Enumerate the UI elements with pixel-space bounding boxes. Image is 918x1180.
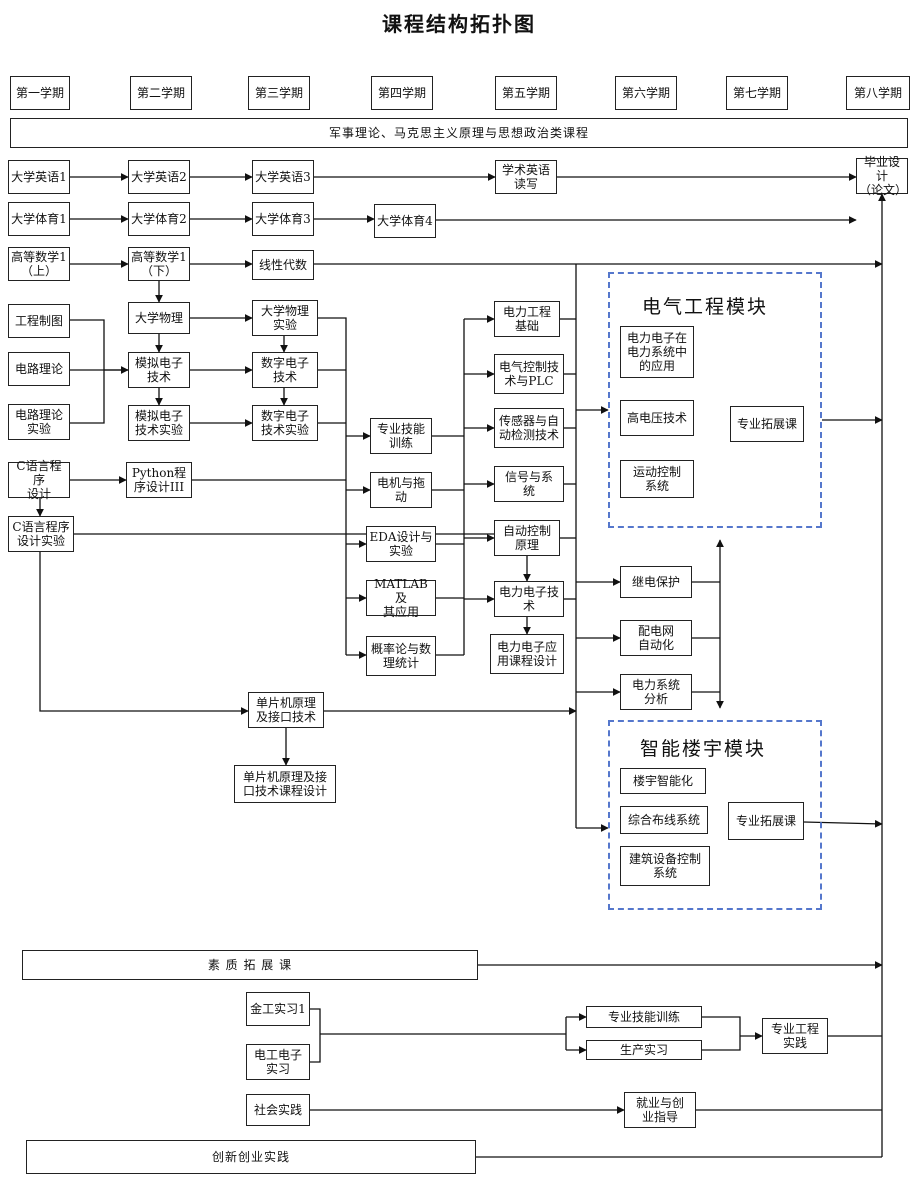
course-motor-drive: 电机与拖 动	[370, 472, 432, 508]
course-english-3: 大学英语3	[252, 160, 314, 194]
course-digital-electronics: 数字电子 技术	[252, 352, 318, 388]
course-physics-lab: 大学物理 实验	[252, 300, 318, 336]
module-electrical-title: 电气工程模块	[642, 296, 769, 318]
module-building	[608, 720, 822, 910]
connector-68	[803, 819, 883, 828]
connector-20	[70, 319, 105, 424]
semester-1: 第一学期	[10, 76, 70, 110]
course-english-1: 大学英语1	[8, 160, 70, 194]
semester-5: 第五学期	[495, 76, 557, 110]
course-matlab: MATLAB及 其应用	[366, 577, 436, 619]
course-quality-extension: 素 质 拓 展 课	[22, 950, 478, 980]
building-module-course-1: 楼宇智能化	[620, 768, 706, 794]
course-academic-english: 学术英语 读写	[495, 160, 557, 194]
course-pe-2: 大学体育2	[128, 202, 190, 236]
semester-6: 第六学期	[615, 76, 677, 110]
course-production-practice: 生产实习	[586, 1040, 702, 1060]
course-mcu: 单片机原理 及接口技术	[248, 692, 324, 728]
course-pe-1: 大学体育1	[8, 202, 70, 236]
semester-7: 第七学期	[726, 76, 788, 110]
course-probability: 概率论与数 理统计	[366, 636, 436, 676]
course-skill-training: 专业技能 训练	[370, 418, 432, 454]
course-career-guidance: 就业与创 业指导	[624, 1092, 696, 1128]
course-distribution-automation: 配电网 自动化	[620, 620, 692, 656]
course-analog-lab: 模拟电子 技术实验	[128, 405, 190, 441]
course-engineering-practice: 专业工程 实践	[762, 1018, 828, 1054]
course-analog-electronics: 模拟电子 技术	[128, 352, 190, 388]
connector-75	[702, 1016, 741, 1051]
course-skill-training-2: 专业技能训练	[586, 1006, 702, 1028]
connector-27	[318, 317, 347, 655]
semester-8: 第八学期	[846, 76, 910, 110]
course-automatic-control: 自动控制 原理	[494, 520, 560, 556]
module-building-title: 智能楼宇模块	[640, 738, 767, 760]
course-circuit-theory: 电路理论	[8, 352, 70, 386]
course-advanced-math-2: 高等数学1 （下）	[128, 247, 190, 281]
politics-banner: 军事理论、马克思主义原理与思想政治类课程	[10, 118, 908, 148]
semester-2: 第二学期	[130, 76, 192, 110]
course-social-practice: 社会实践	[246, 1094, 310, 1126]
course-english-2: 大学英语2	[128, 160, 190, 194]
elec-module-course-3: 运动控制 系统	[620, 460, 694, 498]
course-c-programming: C语言程序 设计	[8, 459, 70, 501]
connector-70	[310, 1008, 321, 1063]
course-thesis: 毕业设计 （论文）	[856, 155, 908, 197]
course-digital-lab: 数字电子 技术实验	[252, 405, 318, 441]
diagram-title: 课程结构拓扑图	[382, 12, 536, 36]
course-mcu-design: 单片机原理及接 口技术课程设计	[234, 765, 336, 803]
course-electrical-practice: 电工电子 实习	[246, 1044, 310, 1080]
elec-module-extension: 专业拓展课	[730, 406, 804, 442]
course-c-lab: C语言程序 设计实验	[8, 516, 74, 552]
building-module-extension: 专业拓展课	[728, 802, 804, 840]
course-power-electronics-design: 电力电子应 用课程设计	[490, 634, 564, 674]
course-sensors: 传感器与自 动检测技术	[494, 408, 564, 448]
course-power-electronics: 电力电子技 术	[494, 581, 564, 617]
course-eda: EDA设计与 实验	[366, 526, 436, 562]
course-relay-protection: 继电保护	[620, 566, 692, 598]
course-linear-algebra: 线性代数	[252, 250, 314, 280]
elec-module-course-2: 高电压技术	[620, 400, 694, 436]
course-pe-3: 大学体育3	[252, 202, 314, 236]
course-physics: 大学物理	[128, 302, 190, 334]
course-power-engineering-basics: 电力工程 基础	[494, 301, 560, 337]
course-circuit-lab: 电路理论 实验	[8, 404, 70, 440]
semester-3: 第三学期	[248, 76, 310, 110]
course-pe-4: 大学体育4	[374, 204, 436, 238]
module-electrical	[608, 272, 822, 528]
course-innovation-practice: 创新创业实践	[26, 1140, 476, 1174]
course-signals-systems: 信号与系 统	[494, 466, 564, 502]
course-python: Python程 序设计III	[126, 462, 192, 498]
course-advanced-math-1: 高等数学1 （上）	[8, 247, 70, 281]
course-power-system-analysis: 电力系统 分析	[620, 674, 692, 710]
building-module-course-2: 综合布线系统	[620, 806, 708, 834]
course-metalwork-practice: 金工实习1	[246, 992, 310, 1026]
elec-module-course-1: 电力电子在 电力系统中 的应用	[620, 326, 694, 378]
course-plc: 电气控制技 术与PLC	[494, 354, 564, 394]
building-module-course-3: 建筑设备控制 系统	[620, 846, 710, 886]
course-engineering-drawing: 工程制图	[8, 304, 70, 338]
semester-4: 第四学期	[371, 76, 433, 110]
connector-26	[39, 552, 249, 715]
